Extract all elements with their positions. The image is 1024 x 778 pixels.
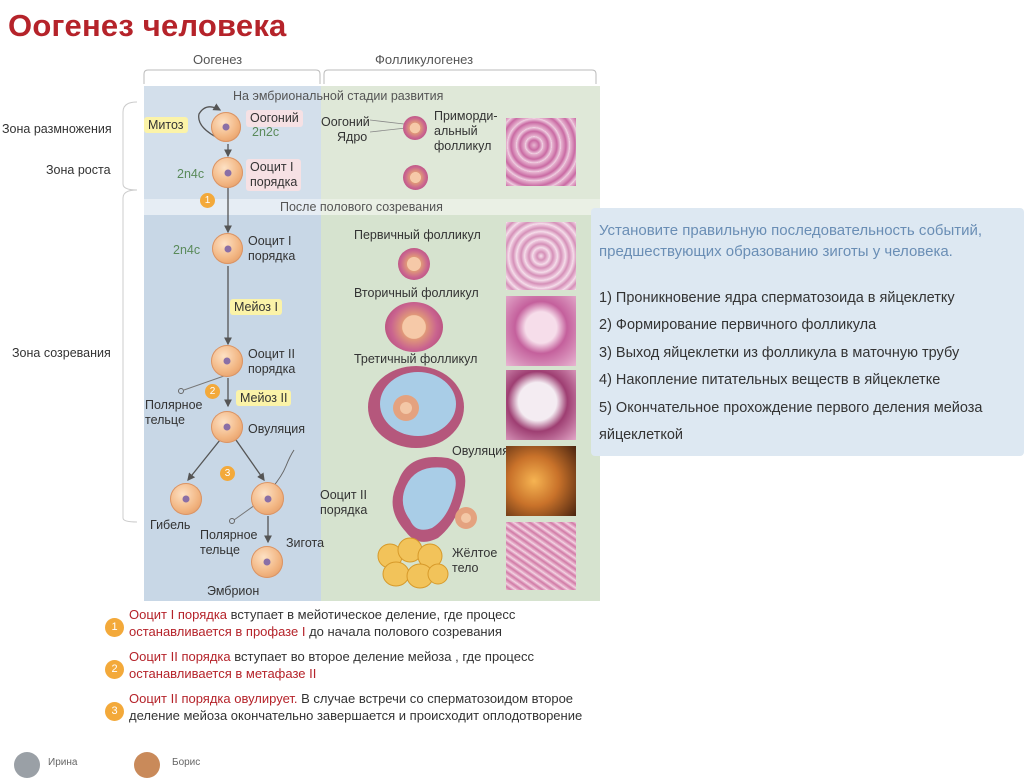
zygote-cell xyxy=(251,546,283,578)
oogonium-follicle xyxy=(403,116,427,140)
ovulated-oocyte-cell xyxy=(211,411,243,443)
corpus-luteum xyxy=(377,537,449,589)
note-1-text: Ооцит I порядка вступает в мейотическое … xyxy=(129,607,516,639)
nucleus-pointer-lines xyxy=(370,119,407,133)
micrograph-corpus-luteum xyxy=(506,522,576,590)
oogenesis-arrows xyxy=(178,103,295,544)
question-heading-line1: Установите правильную последовательность… xyxy=(599,222,983,239)
zone-brackets xyxy=(122,101,138,523)
page-title: Оогенез человека xyxy=(8,8,287,43)
mature-oogenesis-panel xyxy=(144,215,321,601)
oocyte-1-mature-cell xyxy=(212,233,243,264)
oocyte-1-embryonic-cell xyxy=(212,157,243,188)
badge-1: 1 xyxy=(200,193,215,208)
zygote-label: Зигота xyxy=(286,536,325,550)
micrograph-primary xyxy=(506,222,576,290)
after-maturation-band-left xyxy=(144,199,321,215)
person1-name: Ирина xyxy=(48,757,78,768)
note-1-badge: 1 xyxy=(105,618,124,637)
answer-option-2[interactable]: 2) Формирование первичного фолликула xyxy=(599,317,877,333)
person2-name: Борис xyxy=(172,757,201,768)
oogonium-label: Оогоний xyxy=(246,110,303,127)
embryonic-stage-label: На эмбриональной стадии развития xyxy=(233,89,444,103)
footnotes: 1 Ооцит I порядка вступает в мейотическо… xyxy=(103,604,600,726)
oogenesis-column-header: Оогенез xyxy=(193,52,243,67)
mitosis-label: Митоз xyxy=(144,117,188,133)
after-maturation-band-right xyxy=(321,199,600,215)
ovulation-oogenesis-label: Овуляция xyxy=(248,422,306,436)
primary-follicle-label: Первичный фолликул xyxy=(354,228,481,242)
tertiary-follicle-label: Третичный фолликул xyxy=(354,352,478,366)
ovulation-follicle-label: Овуляция xyxy=(452,444,510,458)
oogonium-cell xyxy=(211,112,241,142)
note-2-text: Ооцит II порядка вступает во второе деле… xyxy=(129,649,534,681)
note-2-badge: 2 xyxy=(105,660,124,679)
micrograph-secondary xyxy=(506,296,576,366)
ovulation-follicle xyxy=(392,457,477,542)
secondary-follicle-label: Вторичный фолликул xyxy=(354,286,479,300)
micrograph-ovulation xyxy=(506,446,576,516)
zone-reproduction-label: Зона размножения xyxy=(2,122,112,136)
answer-option-5[interactable]: 5) Окончательное прохождение первого дел… xyxy=(599,400,983,416)
fertilized-cell xyxy=(251,482,284,515)
micrograph-tertiary xyxy=(506,370,576,440)
dying-cell xyxy=(170,483,202,515)
after-maturation-label: После полового созревания xyxy=(280,200,443,214)
secondary-follicle xyxy=(385,302,443,352)
zone-growth-label: Зона роста xyxy=(46,163,111,177)
avatar-person1 xyxy=(14,752,40,778)
primary-follicle xyxy=(398,248,430,280)
micrograph-primordial xyxy=(506,118,576,186)
header-brackets xyxy=(143,69,597,84)
meiosis-2-label: Мейоз II xyxy=(236,390,292,406)
answer-option-1[interactable]: 1) Проникновение ядра сперматозоида в яй… xyxy=(599,290,955,306)
meiosis-1-label: Мейоз I xyxy=(230,299,282,315)
avatar-person2 xyxy=(134,752,160,778)
tertiary-follicle xyxy=(368,366,464,448)
answer-option-3[interactable]: 3) Выход яйцеклетки из фолликула в маточ… xyxy=(599,345,960,361)
zone-maturation-label: Зона созревания xyxy=(12,346,111,360)
answer-option-5-continued: яйцеклеткой xyxy=(599,427,684,443)
question-heading-line2: предшествующих образованию зиготы у чело… xyxy=(599,243,953,260)
oogonium-ploidy: 2n2c xyxy=(252,125,280,139)
badge-2: 2 xyxy=(205,384,220,399)
folliculogenesis-column-header: Фолликулогенез xyxy=(375,52,474,67)
note-3-text: Ооцит II порядка овулирует. В случае вст… xyxy=(129,691,583,723)
ploidy-2n4c-mature: 2n4c xyxy=(173,243,201,257)
note-3-badge: 3 xyxy=(105,702,124,721)
badge-3: 3 xyxy=(220,466,235,481)
primordial-follicle xyxy=(403,165,428,190)
primordial-follicle-label: Приморди- альный фолликул xyxy=(434,109,498,153)
death-label: Гибель xyxy=(150,518,191,532)
answer-option-4[interactable]: 4) Накопление питательных веществ в яйце… xyxy=(599,372,941,388)
ploidy-2n4c-embryonic: 2n4c xyxy=(177,167,205,181)
question-box: Установите правильную последовательность… xyxy=(591,208,1024,456)
oocyte-2-cell xyxy=(211,345,243,377)
embryo-label: Эмбрион xyxy=(207,584,260,598)
